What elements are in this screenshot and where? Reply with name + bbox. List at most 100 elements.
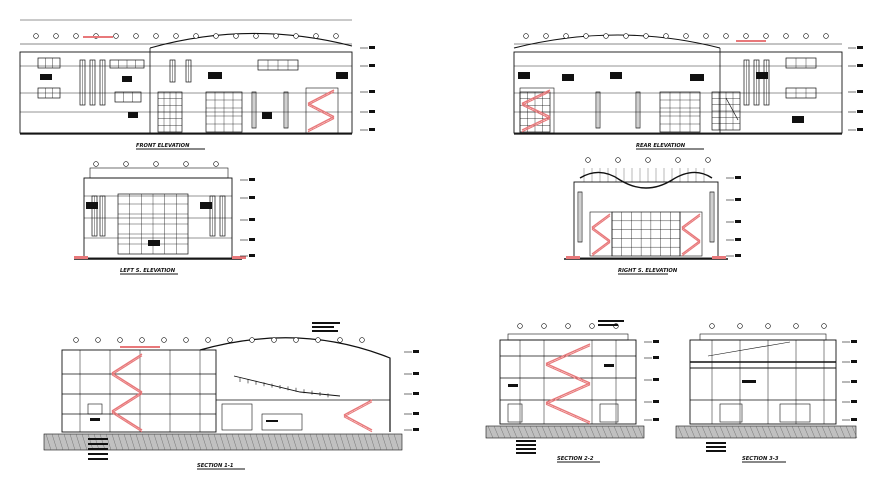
ground-hatch-line bbox=[719, 425, 726, 439]
note-bar bbox=[706, 446, 726, 448]
wall-sign bbox=[266, 420, 278, 422]
ground-hatch-line bbox=[487, 425, 494, 439]
grid-marker bbox=[763, 33, 769, 39]
ground-hatch bbox=[43, 433, 403, 451]
level-tag bbox=[857, 64, 863, 67]
wall-sign bbox=[148, 240, 160, 246]
ground-hatch-line bbox=[351, 433, 358, 451]
ground-hatch-line bbox=[571, 425, 578, 439]
front-elevation bbox=[19, 19, 375, 135]
level-tag bbox=[413, 428, 419, 431]
wall-sign bbox=[90, 418, 100, 421]
door bbox=[599, 403, 619, 423]
grid-marker bbox=[73, 337, 79, 343]
ground-hatch-line bbox=[225, 433, 232, 451]
ground-hatch-line bbox=[369, 433, 376, 451]
level-tag bbox=[851, 400, 857, 403]
level-tag bbox=[653, 400, 659, 403]
grid-marker bbox=[249, 337, 255, 343]
ground-hatch-line bbox=[219, 433, 226, 451]
level-tag bbox=[857, 90, 863, 93]
ground-hatch-line bbox=[255, 433, 262, 451]
window bbox=[785, 87, 817, 99]
ground-hatch-line bbox=[291, 433, 298, 451]
ground-hatch-line bbox=[815, 425, 822, 439]
ground-hatch-line bbox=[99, 433, 106, 451]
note-bar bbox=[88, 443, 108, 445]
parapet bbox=[507, 333, 629, 341]
ground-hatch-line bbox=[583, 425, 590, 439]
building-outline bbox=[513, 51, 843, 134]
section-1-1 bbox=[43, 322, 419, 460]
left-elevation-title: LEFT S. ELEVATION bbox=[120, 268, 176, 274]
ground-hatch-line bbox=[309, 433, 316, 451]
ground-hatch-line bbox=[381, 433, 388, 451]
level-tag bbox=[653, 378, 659, 381]
ground-hatch-line bbox=[183, 433, 190, 451]
ground-hatch-line bbox=[63, 433, 70, 451]
ground-hatch-line bbox=[737, 425, 744, 439]
ground-hatch-line bbox=[541, 425, 548, 439]
ground-hatch-line bbox=[529, 425, 536, 439]
ground-hatch-line bbox=[553, 425, 560, 439]
grid-marker bbox=[123, 161, 129, 167]
grid-marker bbox=[359, 337, 365, 343]
note-bar bbox=[88, 453, 108, 455]
grid-marker bbox=[139, 337, 145, 343]
section-2-title: SECTION 2-2 bbox=[557, 456, 594, 462]
rear-elevation bbox=[513, 33, 863, 135]
ground-hatch-line bbox=[111, 433, 118, 451]
ground-hatch-line bbox=[731, 425, 738, 439]
ground-hatch-line bbox=[201, 433, 208, 451]
ground-hatch-line bbox=[607, 425, 614, 439]
ground-hatch-line bbox=[589, 425, 596, 439]
level-tag bbox=[653, 418, 659, 421]
ground-hatch-line bbox=[517, 425, 524, 439]
ground-hatch-line bbox=[57, 433, 64, 451]
grid-marker bbox=[743, 33, 749, 39]
level-tag bbox=[369, 110, 375, 113]
grid-marker bbox=[541, 323, 547, 329]
grid-marker bbox=[683, 33, 689, 39]
grid-marker bbox=[227, 337, 233, 343]
level-tag bbox=[249, 196, 255, 199]
grid-marker bbox=[615, 157, 621, 163]
level-tag bbox=[249, 254, 255, 257]
wave-roof bbox=[579, 171, 713, 189]
grid-marker bbox=[823, 33, 829, 39]
ground-hatch-line bbox=[135, 433, 142, 451]
grid-marker bbox=[33, 33, 39, 39]
ground-hatch-line bbox=[505, 425, 512, 439]
grid-marker bbox=[709, 323, 715, 329]
ground-hatch-line bbox=[637, 425, 644, 439]
grid-marker bbox=[161, 337, 167, 343]
ground-hatch-line bbox=[147, 433, 154, 451]
grid-marker bbox=[117, 337, 123, 343]
grid-marker bbox=[663, 33, 669, 39]
ground-hatch-line bbox=[195, 433, 202, 451]
ground-hatch-line bbox=[619, 425, 626, 439]
ground-hatch-line bbox=[375, 433, 382, 451]
note-bar bbox=[312, 322, 340, 324]
level-tag bbox=[653, 356, 659, 359]
grid-marker bbox=[213, 33, 219, 39]
wall-sign bbox=[756, 72, 768, 79]
window bbox=[114, 91, 142, 103]
ground-hatch-line bbox=[207, 433, 214, 451]
stair-rail bbox=[725, 97, 739, 121]
ground-hatch-line bbox=[75, 433, 82, 451]
note-bar bbox=[312, 326, 334, 328]
note-bar bbox=[598, 320, 624, 322]
ground-hatch-line bbox=[273, 433, 280, 451]
ground-hatch-line bbox=[213, 433, 220, 451]
grid-marker bbox=[93, 161, 99, 167]
ground-hatch-line bbox=[851, 425, 858, 439]
ground-hatch-line bbox=[707, 425, 714, 439]
ground-hatch-line bbox=[803, 425, 810, 439]
level-tag bbox=[249, 218, 255, 221]
ground-hatch-line bbox=[565, 425, 572, 439]
right-elevation-title: RIGHT S. ELEVATION bbox=[618, 268, 678, 274]
level-tag bbox=[851, 418, 857, 421]
grid-marker bbox=[589, 323, 595, 329]
note-bar bbox=[706, 450, 726, 452]
